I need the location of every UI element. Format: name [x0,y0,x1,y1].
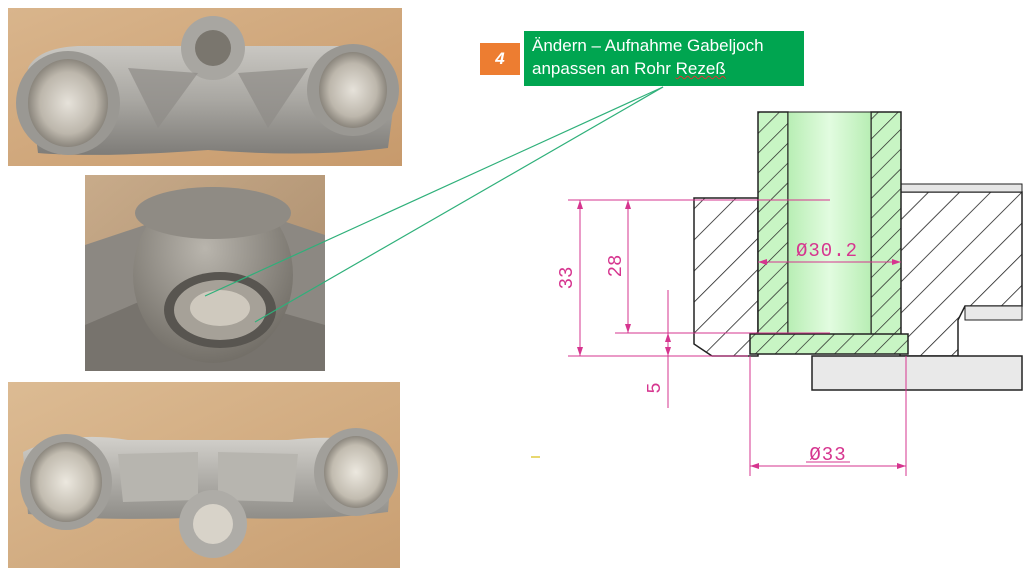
photo-fork-yoke-bottom [8,382,400,568]
tube-bore [787,111,872,353]
arrow-28-bottom [625,324,631,333]
tube-wall-left [757,111,789,353]
photo-bore-closeup [85,175,325,371]
arrow-28-top [625,200,631,209]
tube-collar [749,333,909,355]
yoke-section-right [899,191,1023,357]
yoke-section-left [693,197,759,357]
dim-label-inner-diameter: Ø30.2 [796,240,858,262]
arrow-33-bottom [577,347,583,356]
dim-label-33: 33 [556,267,578,290]
tube-wall-right [870,111,902,353]
yoke-top-band [899,183,1023,193]
dim-label-outer-diameter: Ø33 [809,444,846,466]
arrow-inner-left [758,259,767,265]
dim-label-5: 5 [644,382,666,393]
photo-fork-yoke-top [8,8,402,166]
step-description: Ändern – Aufnahme Gabeljoch anpassen an … [524,31,804,86]
step-number-badge: 4 [480,43,520,75]
step-description-text: Ändern – Aufnahme Gabeljoch anpassen an … [532,36,764,78]
arrow-inner-right [892,259,901,265]
arrow-outer-left [750,463,759,469]
arrow-outer-right [897,463,906,469]
leader-line-1 [204,86,664,297]
leader-line-2 [254,86,664,323]
arrow-33-top [577,200,583,209]
arrow-5-top [665,333,671,342]
yoke-recess [964,305,1023,321]
yoke-lower-body [811,355,1023,391]
step-description-underlined: Rezeß [675,59,726,78]
arrow-5-bottom [665,347,671,356]
dim-label-28: 28 [605,255,627,278]
